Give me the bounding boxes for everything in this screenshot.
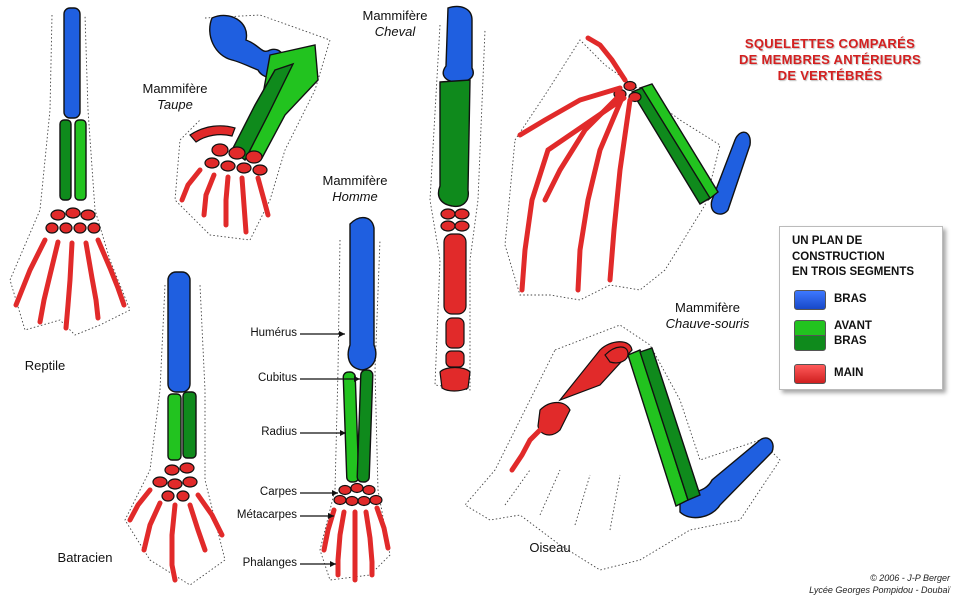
annotation-carpes: Carpes: [259, 486, 297, 498]
label-cheval-group: Mammifère: [362, 8, 428, 23]
credit-line-2: Lycée Georges Pompidou - Doubaï: [809, 585, 950, 595]
reptile-skeleton: [9, 7, 131, 336]
label-taupe-name: Taupe: [157, 97, 193, 112]
annotation-cubitus: Cubitus: [258, 372, 297, 384]
legend-bras-label: BRAS: [834, 293, 867, 305]
legend-heading-line-3: EN TROIS SEGMENTS: [792, 266, 915, 278]
red-swatch-icon: [794, 364, 826, 384]
credit-line-1: © 2006 - J-P Berger: [870, 573, 950, 583]
legend-heading: UN PLAN DE CONSTRUCTION EN TROIS SEGMENT…: [792, 234, 914, 281]
diagram-title: SQUELETTES COMPARÉS DE MEMBRES ANTÉRIEUR…: [700, 36, 960, 84]
batracien-skeleton: [124, 271, 226, 586]
annotation-metacarpes: Métacarpes: [236, 509, 297, 521]
taupe-skeleton: [174, 14, 331, 241]
label-oiseau: Oiseau: [529, 540, 571, 555]
annotation-arrows: [300, 331, 360, 567]
label-homme-name: Homme: [332, 189, 378, 204]
title-line-1: SQUELETTES COMPARÉS: [744, 36, 916, 51]
label-reptile: Reptile: [24, 358, 66, 373]
legend-avant-label: AVANT: [834, 320, 872, 332]
title-line-2: DE MEMBRES ANTÉRIEURS: [738, 52, 922, 67]
legend-item-main: MAIN: [834, 366, 863, 381]
label-cheval-name: Cheval: [374, 24, 416, 39]
label-taupe-group: Mammifère: [142, 81, 208, 96]
green-swatch-icon: [794, 320, 826, 336]
legend-heading-line-2: CONSTRUCTION: [792, 250, 885, 263]
annotation-phalanges: Phalanges: [242, 557, 297, 569]
legend-box: UN PLAN DE CONSTRUCTION EN TROIS SEGMENT…: [779, 226, 943, 390]
annotation-radius: Radius: [261, 426, 297, 438]
label-cheval: Mammifère Cheval: [350, 8, 440, 40]
label-chauve-souris-group: Mammifère: [674, 300, 740, 315]
oiseau-skeleton: [464, 324, 781, 571]
credit: © 2006 - J-P Berger Lycée Georges Pompid…: [809, 572, 950, 596]
label-chauve-souris: Mammifère Chauve-souris: [650, 300, 765, 332]
blue-swatch-icon: [794, 290, 826, 310]
legend-main-label: MAIN: [834, 367, 864, 379]
legend-heading-line-1: UN PLAN DE: [792, 235, 863, 247]
label-taupe: Mammifère Taupe: [130, 81, 220, 113]
label-batracien: Batracien: [57, 550, 113, 565]
chauve-souris-skeleton: [504, 35, 751, 301]
cheval-skeleton: [429, 5, 486, 392]
annotation-humerus: Humérus: [250, 327, 297, 339]
title-line-3: DE VERTÉBRÉS: [777, 68, 883, 83]
label-chauve-souris-name: Chauve-souris: [665, 316, 750, 331]
label-homme: Mammifère Homme: [310, 173, 400, 205]
homme-skeleton: [319, 217, 391, 583]
legend-avant-bras-label: BRAS: [834, 335, 867, 347]
dark-green-swatch-icon: [794, 335, 826, 351]
legend-item-avant-bras: AVANT BRAS: [834, 319, 872, 349]
legend-item-bras: BRAS: [834, 292, 867, 307]
label-homme-group: Mammifère: [322, 173, 388, 188]
